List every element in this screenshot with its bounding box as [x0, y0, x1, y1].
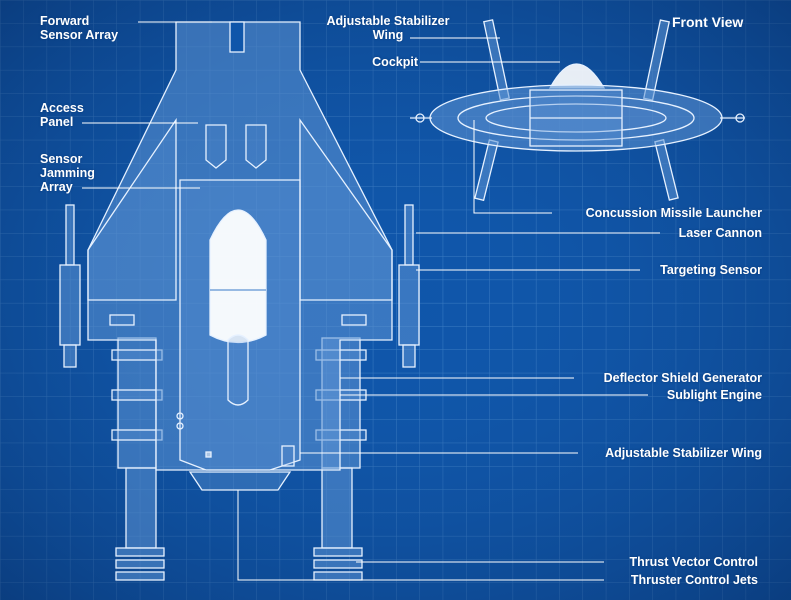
label-adjustable-stabilizer-wing-top: Adjustable Stabilizer Wing: [318, 14, 458, 42]
label-line: Adjustable Stabilizer: [326, 14, 450, 28]
label-adjustable-stabilizer-wing: Adjustable Stabilizer Wing: [605, 446, 762, 460]
front-view-title: Front View: [672, 14, 744, 30]
label-line: Panel: [40, 115, 74, 129]
label-access-panel: Access Panel: [40, 101, 84, 129]
label-line: Access: [40, 101, 84, 115]
label-line: Forward: [40, 14, 90, 28]
leader-lines: [82, 21, 660, 581]
cockpit-canopy: [209, 209, 267, 344]
label-sensor-jamming-array: Sensor Jamming Array: [40, 152, 95, 194]
label-line: Sensor: [40, 152, 83, 166]
front-view-ship: [410, 19, 745, 202]
label-laser-cannon: Laser Cannon: [678, 226, 762, 240]
label-cockpit: Cockpit: [372, 55, 418, 69]
label-thrust-vector-control: Thrust Vector Control: [629, 555, 758, 569]
label-targeting-sensor: Targeting Sensor: [660, 263, 762, 277]
label-line: Jamming: [40, 166, 95, 180]
label-forward-sensor-array: Forward Sensor Array: [40, 14, 118, 42]
left-laser-cannon: [59, 204, 81, 368]
label-deflector-shield-generator: Deflector Shield Generator: [603, 371, 762, 385]
label-line: Wing: [372, 28, 404, 42]
top-view-ship: [59, 21, 420, 581]
label-sublight-engine: Sublight Engine: [666, 388, 762, 402]
label-line: Array: [40, 180, 73, 194]
label-concussion-missile-launcher: Concussion Missile Launcher: [585, 206, 762, 220]
right-laser-cannon: [398, 204, 420, 368]
label-thruster-control-jets: Thruster Control Jets: [630, 573, 758, 587]
label-line: Sensor Array: [40, 28, 119, 42]
